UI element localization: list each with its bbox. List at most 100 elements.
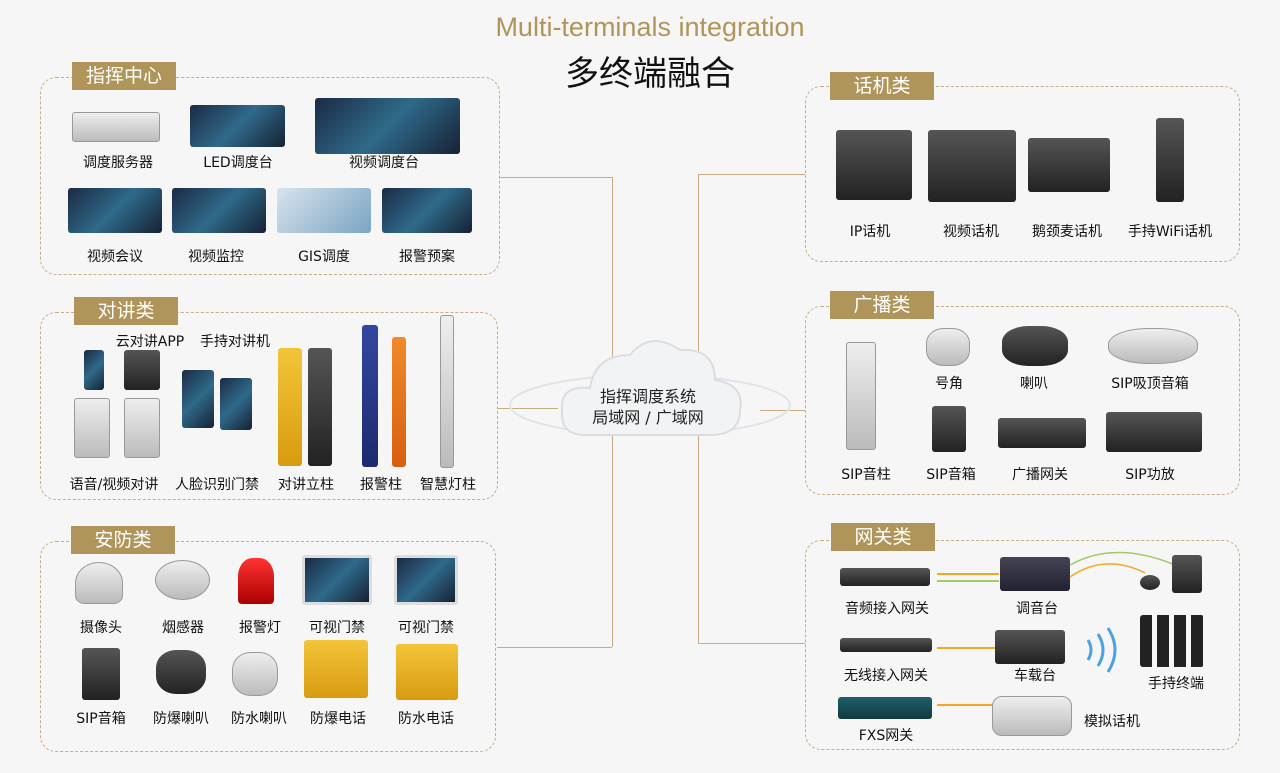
- item-label: 手持终端: [1148, 676, 1204, 692]
- phones-tag: 话机类: [830, 72, 934, 100]
- title-en: Multi-terminals integration: [495, 12, 805, 42]
- item-label: 报警预案: [399, 249, 455, 265]
- item-label: FXS网关: [858, 728, 914, 744]
- video-door-image: [302, 555, 372, 605]
- app-phone-image: [84, 350, 104, 390]
- item-label: 视频调度台: [349, 155, 419, 171]
- item-label: 烟感器: [162, 620, 204, 636]
- broadcast-tag: 广播类: [830, 291, 934, 319]
- alarm-plan-image: [382, 188, 472, 233]
- command-center-tag: 指挥中心: [72, 62, 176, 90]
- item-label: IP话机: [849, 224, 891, 240]
- intercom-pillar-image: [308, 348, 332, 466]
- item-label: 车载台: [1014, 668, 1056, 684]
- item-label: 人脸识别门禁: [175, 477, 259, 493]
- face-recognition-image: [220, 378, 252, 430]
- wire: [937, 704, 995, 706]
- gis-image: [277, 188, 371, 233]
- item-label: 手持对讲机: [200, 334, 270, 350]
- waterproof-phone-image: [396, 644, 458, 700]
- face-recognition-image: [182, 370, 214, 428]
- smart-lamp-image: [440, 315, 454, 468]
- item-label: 报警柱: [360, 477, 402, 493]
- item-label: GIS调度: [298, 249, 350, 265]
- item-label: 防爆电话: [310, 711, 366, 727]
- cloud-icon: [509, 340, 791, 436]
- explosion-horn-image: [156, 650, 206, 694]
- security-tag: 安防类: [71, 526, 175, 554]
- item-label: 视频会议: [87, 249, 143, 265]
- item-label: 智慧灯柱: [420, 477, 476, 493]
- connector: [698, 643, 805, 644]
- item-label: 调音台: [1016, 601, 1058, 617]
- sip-speaker-image: [932, 406, 966, 452]
- wire: [937, 647, 995, 649]
- wireless-gateway-image: [840, 638, 932, 652]
- item-label: LED调度台: [203, 155, 273, 171]
- wire: [937, 580, 999, 582]
- speaker-image: [1172, 555, 1202, 593]
- handheld-terminal-image: [1140, 615, 1204, 667]
- item-label: 防水喇叭: [231, 711, 287, 727]
- smoke-detector-image: [155, 560, 210, 600]
- sound-column-image: [846, 342, 876, 450]
- video-monitor-image: [172, 188, 266, 233]
- alarm-light-image: [238, 558, 274, 604]
- item-label: 无线接入网关: [844, 668, 928, 684]
- title-zh: 多终端融合: [565, 54, 735, 94]
- item-label: 鹅颈麦话机: [1032, 224, 1102, 240]
- intercom-panel: [40, 312, 498, 500]
- gateway-tag: 网关类: [831, 523, 935, 551]
- led-console-image: [190, 105, 285, 147]
- broadcast-panel: [805, 306, 1240, 495]
- wifi-phone-image: [1156, 118, 1184, 202]
- item-label: SIP音箱: [926, 467, 976, 483]
- item-label: 调度服务器: [83, 155, 153, 171]
- ip-phone-image: [836, 130, 912, 200]
- item-label: 号角: [935, 376, 963, 392]
- alarm-pillar-image: [362, 325, 378, 467]
- video-phone-image: [928, 130, 1016, 202]
- cloud-title: 指挥调度系统: [599, 387, 697, 406]
- phones-panel: [805, 86, 1240, 262]
- video-conference-image: [68, 188, 162, 233]
- cloud-subtitle: 局域网 / 广域网: [592, 408, 704, 427]
- item-label: 对讲立柱: [278, 477, 334, 493]
- item-label: 手持WiFi话机: [1127, 224, 1213, 240]
- alarm-pillar-image: [392, 337, 406, 467]
- intercom-tag: 对讲类: [74, 297, 178, 325]
- server-image: [72, 112, 160, 142]
- connector: [498, 408, 558, 409]
- amplifier-image: [1106, 412, 1202, 452]
- item-label: 报警灯: [239, 620, 281, 636]
- fxs-gateway-image: [838, 697, 932, 719]
- door-intercom-image: [74, 398, 110, 458]
- car-radio-image: [995, 630, 1065, 664]
- item-label: 云对讲APP: [115, 334, 185, 350]
- connector: [500, 177, 612, 178]
- item-label: SIP音柱: [841, 467, 891, 483]
- ceiling-speaker-image: [1108, 328, 1198, 364]
- video-console-image: [315, 98, 460, 154]
- intercom-pillar-image: [278, 348, 302, 466]
- item-label: 防爆喇叭: [153, 711, 209, 727]
- desk-mic-image: [1140, 575, 1160, 590]
- item-label: 视频监控: [188, 249, 244, 265]
- item-label: SIP音箱: [76, 711, 126, 727]
- connector: [698, 174, 805, 175]
- item-label: 广播网关: [1012, 467, 1068, 483]
- command-center-panel: [40, 77, 500, 275]
- horn-image: [926, 328, 970, 366]
- broadcast-gateway-image: [998, 418, 1086, 448]
- radio-image: [124, 350, 160, 390]
- item-label: 音频接入网关: [845, 601, 929, 617]
- mixer-image: [1000, 557, 1070, 591]
- item-label: 可视门禁: [309, 620, 365, 636]
- item-label: 视频话机: [943, 224, 999, 240]
- item-label: 语音/视频对讲: [69, 477, 159, 493]
- gooseneck-phone-image: [1028, 138, 1110, 192]
- connector: [497, 647, 612, 648]
- camera-image: [75, 562, 123, 604]
- video-door-image: [394, 555, 458, 605]
- audio-gateway-image: [840, 568, 930, 586]
